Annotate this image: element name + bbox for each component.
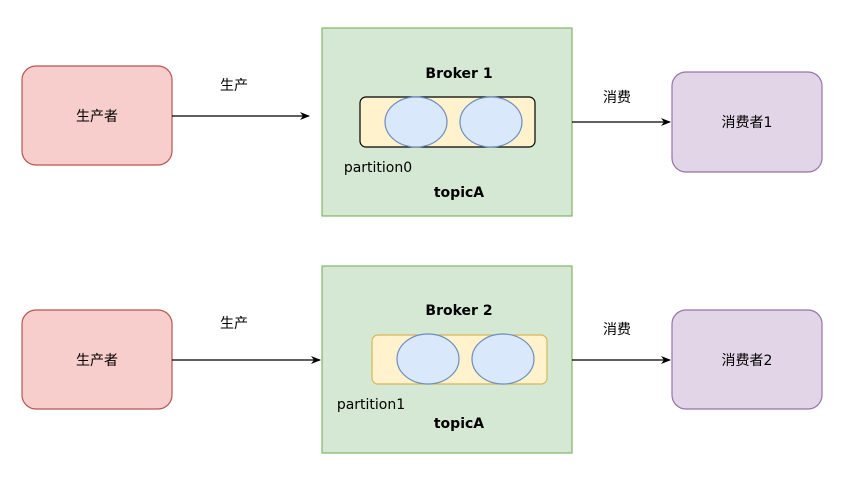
consumer-label-1: 消费者1 [722,115,773,131]
producer-label-2: 生产者 [76,353,118,369]
partition-label-2: partition1 [337,397,405,413]
broker-label-2: Broker 2 [425,303,492,319]
partition-ellipse-1b [459,96,523,148]
consume-label-2: 消费 [603,322,631,338]
broker-label-1: Broker 1 [425,66,492,82]
produce-label-2: 生产 [220,316,248,332]
consumer-box-2 [671,309,823,410]
partition-label-1: partition0 [344,160,412,176]
partition-ellipse-1a [384,96,448,148]
consumer-box-1 [671,71,823,173]
partition-ellipse-2b [471,333,535,385]
consume-label-1: 消费 [603,90,631,106]
producer-label-1: 生产者 [76,109,118,125]
consumer-label-2: 消费者2 [722,353,773,369]
topic-label-2: topicA [434,416,484,432]
partition-ellipse-2a [396,333,460,385]
row-1: 生产者 生产 Broker 1 partition0 topicA 消费 消费者… [21,27,823,217]
row-2: 生产者 生产 Broker 2 partition1 topicA 消费 消费者… [21,265,823,454]
topic-label-1: topicA [434,185,484,201]
produce-label-1: 生产 [220,78,248,94]
